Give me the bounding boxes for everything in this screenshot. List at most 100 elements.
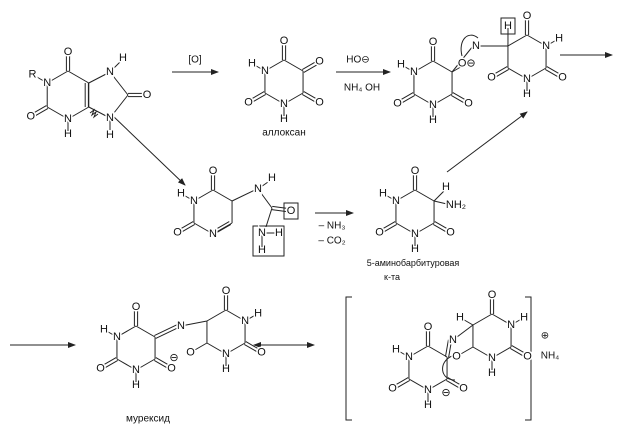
- bond: [302, 93, 317, 103]
- bond: [403, 65, 415, 73]
- atom-charge_minus: ⊖: [169, 352, 178, 364]
- bond: [458, 346, 474, 356]
- bond: [507, 67, 528, 80]
- bond: [545, 39, 557, 47]
- bond: [451, 94, 466, 104]
- bond: [225, 342, 246, 355]
- bond: [427, 378, 448, 391]
- bond: [493, 66, 508, 76]
- bond: [225, 309, 246, 322]
- atom-h: H: [555, 33, 563, 45]
- atom-h: H: [488, 367, 496, 379]
- atom-n: N: [523, 73, 531, 85]
- atom-o: O: [280, 35, 289, 47]
- bond: [180, 223, 195, 233]
- atom-o: O: [424, 321, 433, 333]
- bond: [211, 223, 232, 236]
- atom-h: H: [429, 114, 437, 126]
- atom-o: O: [244, 97, 253, 109]
- atom-o: O: [459, 383, 468, 395]
- bond: [462, 318, 474, 326]
- bond: [254, 64, 266, 72]
- bond: [250, 91, 265, 101]
- atom-h: H: [64, 128, 72, 140]
- bond: [432, 60, 453, 73]
- bond: [116, 358, 137, 371]
- atom-h: H: [132, 379, 140, 391]
- atom-n: N: [258, 227, 266, 239]
- bond: [398, 350, 410, 358]
- atom-n: N: [488, 352, 496, 364]
- bond: [32, 105, 47, 115]
- atom-o: O: [26, 111, 35, 123]
- bond: [381, 221, 396, 231]
- atom-n: N: [43, 77, 51, 89]
- elimination-co2: – CO₂: [318, 236, 345, 247]
- bond: [472, 313, 493, 326]
- atom-n: N: [106, 112, 114, 124]
- bond: [283, 92, 304, 105]
- murexide-name: мурексид: [126, 414, 170, 425]
- bond: [414, 189, 435, 202]
- atom-ominus: O⊖: [458, 58, 476, 70]
- bond: [257, 181, 269, 190]
- bond: [452, 92, 467, 102]
- bond: [400, 94, 415, 104]
- bond: [446, 379, 461, 389]
- bond: [414, 222, 435, 235]
- atom-h: H: [379, 188, 387, 200]
- atom-h: H: [523, 88, 531, 100]
- bond: [408, 345, 429, 358]
- atom-n: N: [222, 348, 230, 360]
- bond: [526, 34, 547, 47]
- left-bracket: [345, 296, 352, 421]
- atom-h: H: [106, 129, 114, 141]
- bond: [244, 314, 256, 322]
- brackets: [345, 296, 532, 421]
- atom-h: H: [222, 363, 230, 375]
- bond: [109, 71, 129, 96]
- highlight-box: [283, 202, 299, 220]
- aminobarbituric-name-suffix: к-та: [384, 272, 400, 282]
- atom-o: O: [209, 165, 218, 177]
- atom-h: H: [442, 181, 450, 193]
- bond: [451, 45, 474, 73]
- atom-o: O: [411, 165, 420, 177]
- bond: [206, 342, 227, 355]
- bond: [395, 189, 416, 202]
- atom-n: N: [190, 195, 198, 207]
- aminobarbituric-name: 5-аминобарбитуровая: [367, 258, 460, 268]
- electron-arrow: [442, 355, 456, 381]
- bond: [135, 325, 156, 338]
- arrow-amino-to-intermediate: [446, 111, 528, 173]
- atom-h: H: [424, 399, 432, 411]
- atom-h: H: [268, 172, 276, 184]
- bond: [451, 64, 465, 73]
- bond: [510, 347, 525, 357]
- bond: [452, 324, 474, 341]
- atom-o: O: [388, 383, 397, 395]
- arrow-uric-to-amide: [111, 114, 186, 186]
- highlight-box: [500, 17, 516, 35]
- bond: [116, 325, 137, 338]
- atom-h: H: [100, 324, 108, 336]
- bond: [46, 106, 69, 120]
- bond: [154, 359, 169, 369]
- bond: [257, 188, 273, 209]
- bond: [427, 345, 448, 358]
- atom-n: N: [472, 40, 480, 52]
- atom-charge_minus: ⊖: [441, 387, 450, 399]
- atom-n: N: [113, 331, 121, 343]
- atom-o: O: [186, 347, 195, 359]
- atom-o: O: [64, 46, 73, 58]
- atom-h: H: [504, 20, 512, 32]
- bond: [33, 107, 49, 117]
- bond: [179, 221, 194, 231]
- bond: [206, 309, 227, 322]
- atom-o: O: [287, 205, 296, 217]
- oxidation-reagent: [O]: [188, 55, 202, 66]
- bond: [413, 93, 434, 106]
